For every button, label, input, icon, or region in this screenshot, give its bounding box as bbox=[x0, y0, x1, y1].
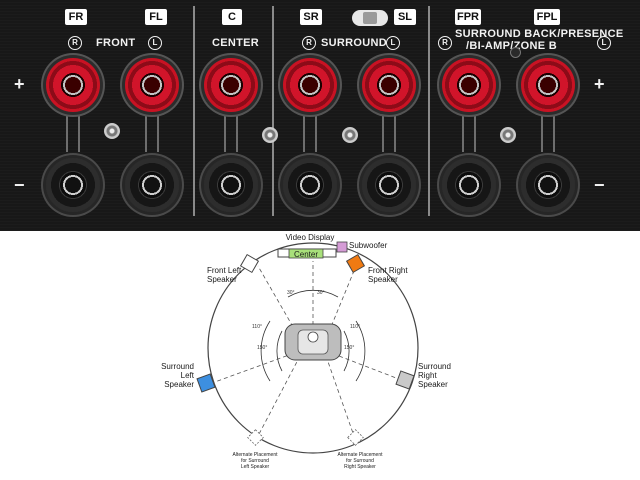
panel-divider bbox=[428, 6, 430, 216]
terminal-fr-positive[interactable] bbox=[46, 58, 100, 112]
minus-sign-left: − bbox=[14, 175, 25, 196]
terminal-center-positive[interactable] bbox=[204, 58, 258, 112]
plus-sign-left: + bbox=[14, 74, 25, 95]
terminal-fl-negative[interactable] bbox=[125, 158, 179, 212]
terminal-sl-negative[interactable] bbox=[362, 158, 416, 212]
indicator-dot bbox=[510, 47, 521, 58]
group-label-center: CENTER bbox=[212, 37, 259, 49]
label-front-right: Front Right Speaker bbox=[368, 266, 408, 284]
terminal-fpl-positive[interactable] bbox=[521, 58, 575, 112]
angle-label-110-left: 110° bbox=[252, 323, 262, 332]
front-right-speaker-icon bbox=[347, 255, 365, 273]
angle-label-150-left: 150° bbox=[257, 344, 267, 353]
terminal-fpr-negative[interactable] bbox=[442, 158, 496, 212]
plus-sign-right: + bbox=[594, 74, 605, 95]
tag-fpl: FPL bbox=[534, 9, 560, 25]
tag-sr: SR bbox=[300, 9, 322, 25]
zone-switch[interactable] bbox=[352, 10, 388, 26]
label-alt-surround-right: Alternate Placement for Surround Right S… bbox=[320, 452, 400, 470]
right-marker-surround: R bbox=[302, 36, 316, 50]
terminal-fr-negative[interactable] bbox=[46, 158, 100, 212]
switch-knob bbox=[363, 12, 377, 24]
tag-center: C bbox=[222, 9, 242, 25]
speaker-terminal-panel: FR FL C SR SL FPR FPL R FRONT L CENTER R… bbox=[0, 0, 640, 231]
left-marker-surround: L bbox=[386, 36, 400, 50]
left-marker-back: L bbox=[597, 36, 611, 50]
group-label-surround: SURROUND bbox=[321, 37, 387, 49]
minus-sign-right: − bbox=[594, 175, 605, 196]
terminal-sl-positive[interactable] bbox=[362, 58, 416, 112]
terminal-sr-positive[interactable] bbox=[283, 58, 337, 112]
panel-divider bbox=[193, 6, 195, 216]
listener-sofa-icon bbox=[285, 324, 341, 360]
angle-label-30-left: 30° bbox=[287, 289, 295, 298]
label-surround-left: Surround Left Speaker bbox=[150, 362, 194, 389]
screw-icon bbox=[342, 127, 358, 143]
label-front-left: Front Left Speaker bbox=[207, 266, 241, 284]
angle-label-110-right: 110° bbox=[350, 323, 360, 332]
terminal-fpl-negative[interactable] bbox=[521, 158, 575, 212]
tag-fpr: FPR bbox=[455, 9, 481, 25]
group-label-front: FRONT bbox=[96, 37, 135, 49]
angle-label-150-right: 150° bbox=[344, 344, 354, 353]
right-marker-back: R bbox=[438, 36, 452, 50]
terminal-fl-positive[interactable] bbox=[125, 58, 179, 112]
screw-icon bbox=[104, 123, 120, 139]
label-subwoofer: Subwoofer bbox=[349, 241, 387, 250]
left-marker-front: L bbox=[148, 36, 162, 50]
tag-fl: FL bbox=[145, 9, 167, 25]
right-marker-front: R bbox=[68, 36, 82, 50]
tag-sl: SL bbox=[394, 9, 416, 25]
speaker-placement-diagram bbox=[0, 231, 640, 480]
terminal-sr-negative[interactable] bbox=[283, 158, 337, 212]
subwoofer-icon bbox=[337, 242, 347, 252]
alt-surround-right-speaker-icon bbox=[348, 430, 364, 446]
terminal-fpr-positive[interactable] bbox=[442, 58, 496, 112]
screw-icon bbox=[262, 127, 278, 143]
tag-fr: FR bbox=[65, 9, 87, 25]
terminal-center-negative[interactable] bbox=[204, 158, 258, 212]
label-video-display: Video Display bbox=[270, 233, 350, 242]
panel-divider bbox=[272, 6, 274, 216]
label-surround-right: Surround Right Speaker bbox=[418, 362, 451, 389]
angle-label-30-right: 30° bbox=[317, 289, 325, 298]
screw-icon bbox=[500, 127, 516, 143]
label-center: Center bbox=[289, 250, 323, 259]
label-alt-surround-left: Alternate Placement for Surround Left Sp… bbox=[215, 452, 295, 470]
